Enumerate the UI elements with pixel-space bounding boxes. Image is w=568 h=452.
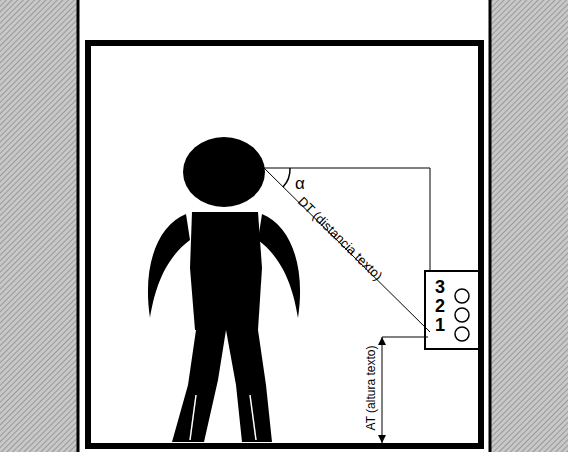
floor-number: 1: [435, 316, 445, 334]
floor-number: 2: [435, 297, 445, 315]
button: [455, 289, 469, 303]
eye-line: [264, 168, 430, 169]
leg-highlight: [250, 395, 256, 440]
dimension-line: [382, 337, 383, 443]
person-figure: [148, 137, 300, 442]
angle-arc: [283, 168, 290, 187]
dimension-tick: [382, 337, 428, 338]
button-panel: 321: [424, 270, 480, 350]
sight-line: [264, 168, 430, 332]
dimension-arrowhead: [378, 337, 386, 345]
vertical-line: [430, 168, 431, 270]
left-wall-edge: [77, 0, 80, 452]
angle-label: α: [295, 175, 305, 192]
right-wall: [490, 0, 568, 452]
right-wall-edge: [489, 0, 492, 452]
distance-label: DT (distancia texto): [295, 194, 384, 282]
elevator-cabin: [88, 43, 481, 446]
floor-number: 3: [435, 278, 445, 296]
left-wall: [0, 0, 78, 452]
button: [455, 308, 469, 322]
button: [455, 327, 469, 341]
height-label: AT (altura texto): [365, 346, 377, 431]
leg-highlight: [190, 395, 196, 440]
dimension-arrowhead: [378, 435, 386, 443]
